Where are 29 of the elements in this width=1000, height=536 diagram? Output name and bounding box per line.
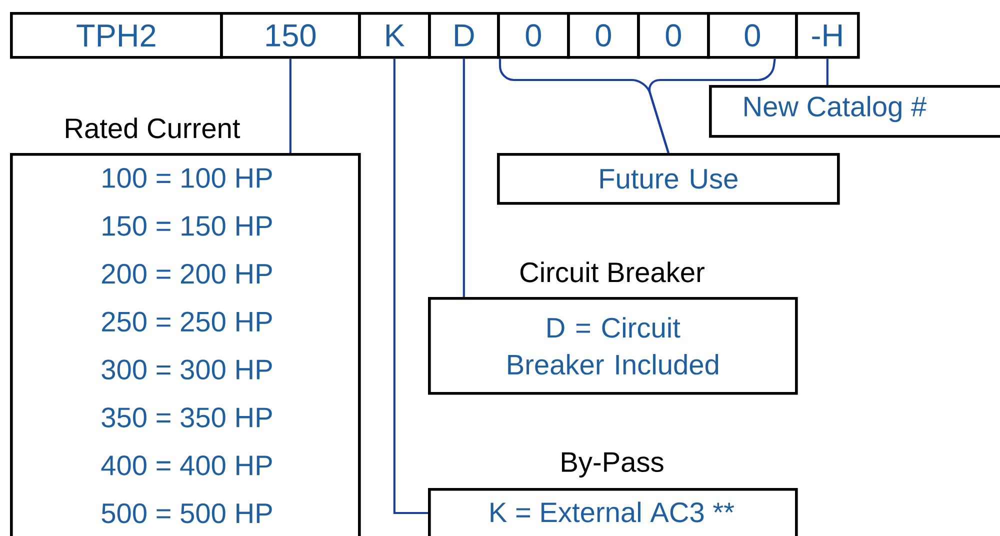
- heading: Circuit Breaker: [520, 262, 704, 282]
- code-cell: 0: [567, 12, 640, 59]
- list-item: 300 = 300 HP: [102, 360, 272, 380]
- code-cell: 150: [220, 12, 361, 59]
- connector-line: [826, 58, 828, 85]
- list-item: 250 = 250 HP: [102, 312, 272, 332]
- description-box: Future Use: [497, 153, 840, 205]
- list-item: 400 = 400 HP: [101, 455, 272, 476]
- code-cell: D: [428, 12, 500, 59]
- description-box: K = External AC3 **: [428, 488, 798, 536]
- code-cell: K: [358, 12, 431, 59]
- list-item: 500 = 500 HP: [102, 503, 272, 524]
- code-cell: 0: [707, 12, 798, 59]
- code-cell: 0: [637, 12, 710, 59]
- connector-line: [393, 58, 428, 514]
- heading: By-Pass: [562, 452, 664, 478]
- code-cell: TPH2: [10, 12, 223, 59]
- connector-line: [462, 58, 465, 297]
- connector-line: [289, 58, 292, 153]
- code-cell: 0: [497, 12, 570, 59]
- code-cell: -H: [795, 12, 860, 59]
- brace-connector: [648, 58, 776, 154]
- description-box: New Catalog #: [709, 85, 1000, 138]
- list-item: 150 = 150 HP: [102, 216, 272, 236]
- list-item: 100 = 100 HP: [102, 168, 272, 188]
- list-item: 200 = 200 HP: [102, 264, 272, 284]
- list-item: 350 = 350 HP: [102, 408, 272, 428]
- description-box: D = Circuit Breaker Included: [428, 297, 798, 395]
- heading: Rated Current: [66, 118, 240, 138]
